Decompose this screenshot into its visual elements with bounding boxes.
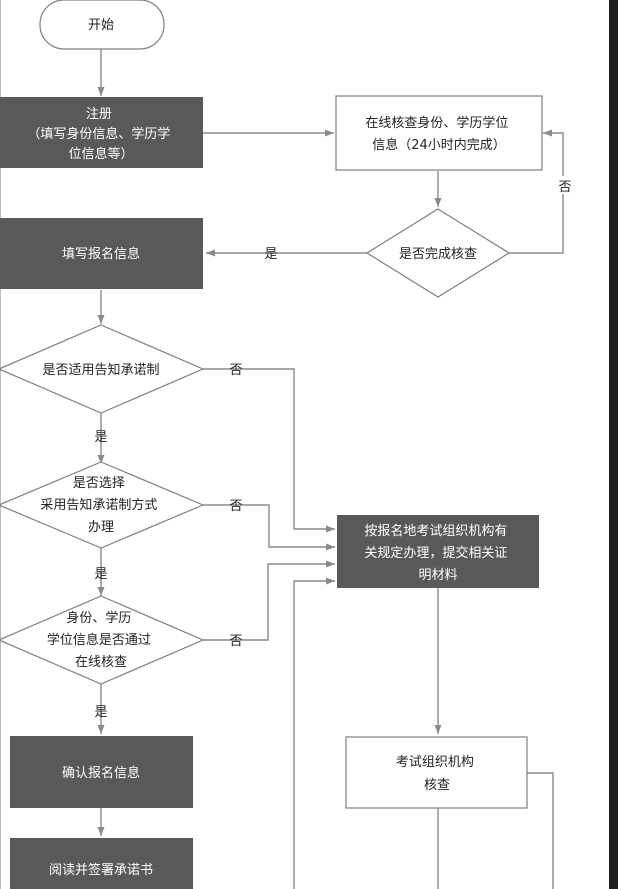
node-verify-done-label: 是否完成核查 (399, 247, 477, 262)
label-yes-apply: 是 (94, 430, 107, 445)
edge-q3-no (203, 560, 335, 641)
node-q-passed-online-label: 身份、学历 学位信息是否通过 在线核查 (47, 610, 155, 670)
edge-q2-no (203, 504, 335, 551)
node-verify-done-decision: 是否完成核查 (365, 208, 511, 298)
edge-org-right (527, 772, 554, 889)
node-q-choose-notice: 是否选择 采用告知承诺制方式 办理 (0, 461, 205, 549)
node-q-apply-notice: 是否适用告知承诺制 (0, 324, 205, 414)
label-no-apply: 否 (229, 363, 242, 378)
edge-bottom-feed (293, 577, 335, 889)
window-edge-bar (609, 0, 618, 889)
label-no-verify: 否 (558, 180, 571, 195)
node-org-check-label: 考试组织机构 核查 (396, 755, 478, 793)
node-start: 开始 (39, 0, 165, 50)
node-online-verify-label: 在线核查身份、学历学位 信息（24小时内完成） (365, 115, 512, 153)
node-submit-materials: 按报名地考试组织机构有 关规定办理，提交相关证 明材料 (337, 515, 539, 588)
node-fill-info-label: 填写报名信息 (62, 246, 140, 262)
label-yes-fill: 是 (264, 247, 277, 262)
label-yes-passed: 是 (94, 705, 107, 720)
node-read-sign-label: 阅读并签署承诺书 (49, 862, 153, 878)
node-submit-materials-label: 按报名地考试组织机构有 关规定办理，提交相关证 明材料 (364, 523, 511, 583)
node-fill-info: 填写报名信息 (0, 218, 203, 289)
label-yes-choose: 是 (94, 567, 107, 582)
node-register: 注册 （填写身份信息、学历学 位信息等） (0, 97, 203, 168)
node-confirm-info: 确认报名信息 (10, 736, 193, 808)
node-read-sign: 阅读并签署承诺书 (10, 838, 193, 889)
label-no-choose: 否 (229, 499, 242, 514)
edge-labels: 是 否 否 是 否 是 否 是 (94, 176, 573, 720)
node-online-verify: 在线核查身份、学历学位 信息（24小时内完成） (335, 95, 543, 171)
node-q-passed-online: 身份、学历 学位信息是否通过 在线核查 (0, 595, 205, 685)
node-q-apply-notice-label: 是否适用告知承诺制 (42, 362, 159, 378)
node-start-label: 开始 (88, 18, 114, 33)
edge-q1-no (203, 368, 335, 533)
node-register-label: 注册 （填写身份信息、学历学 位信息等） (27, 107, 174, 162)
node-q-choose-notice-label: 是否选择 采用告知承诺制方式 办理 (40, 476, 161, 535)
label-no-passed: 否 (229, 634, 242, 649)
node-confirm-info-label: 确认报名信息 (62, 765, 140, 781)
node-org-check: 考试组织机构 核查 (345, 736, 528, 809)
